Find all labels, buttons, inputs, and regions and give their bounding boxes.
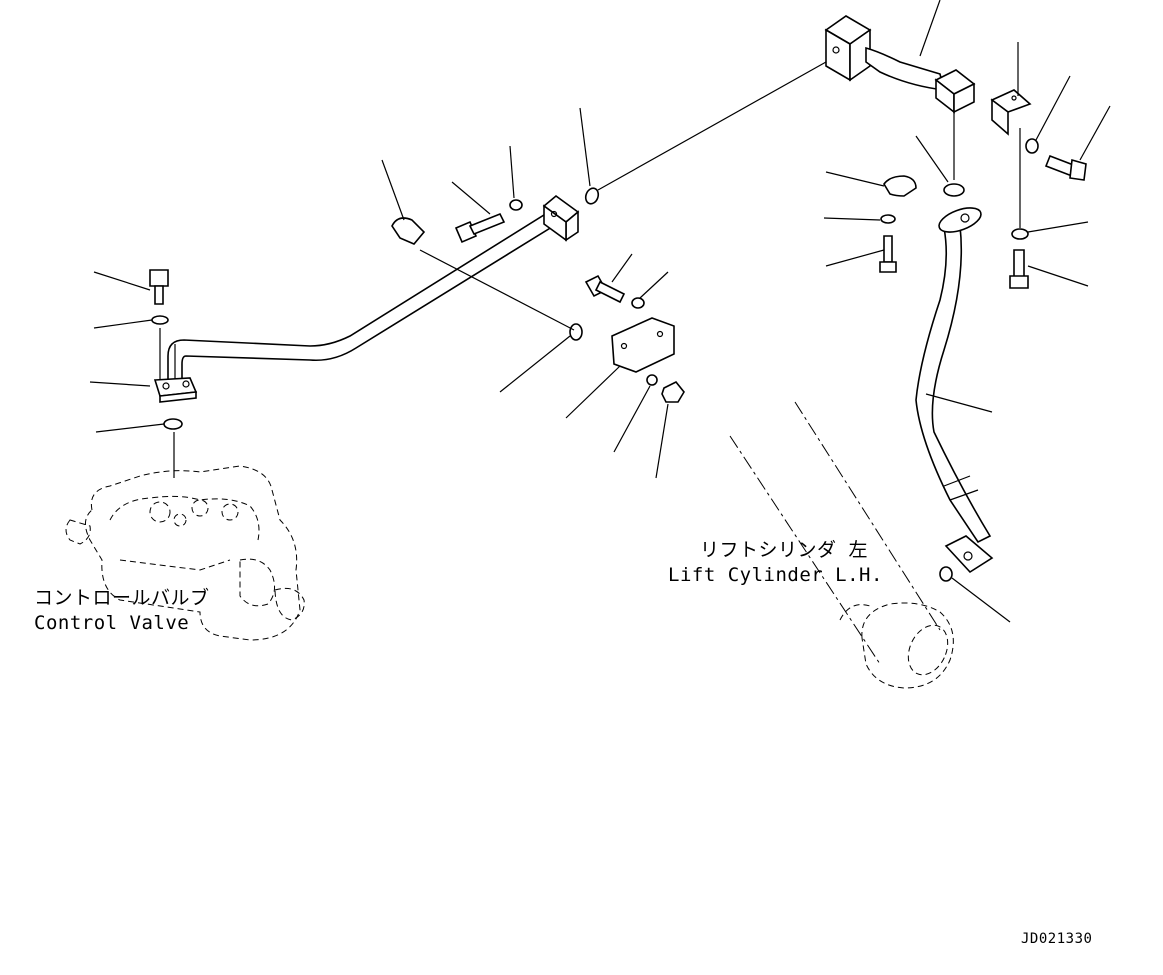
right-hose [824,15,1032,574]
control-valve-label-jp: コントロールバルブ [34,587,210,609]
control-valve-outline [65,465,305,641]
control-valve-label-en: Control Valve [34,612,190,634]
drawing-code: JD021330 [1021,931,1093,947]
left-pipe [153,194,580,403]
lift-cylinder-outline [729,401,954,689]
hardware [149,138,1087,582]
lift-cylinder-label-en: Lift Cylinder L.H. [668,564,883,586]
lift-cylinder-label-jp: リフトシリンダ 左 [700,539,868,561]
leader-lines [89,0,1111,623]
